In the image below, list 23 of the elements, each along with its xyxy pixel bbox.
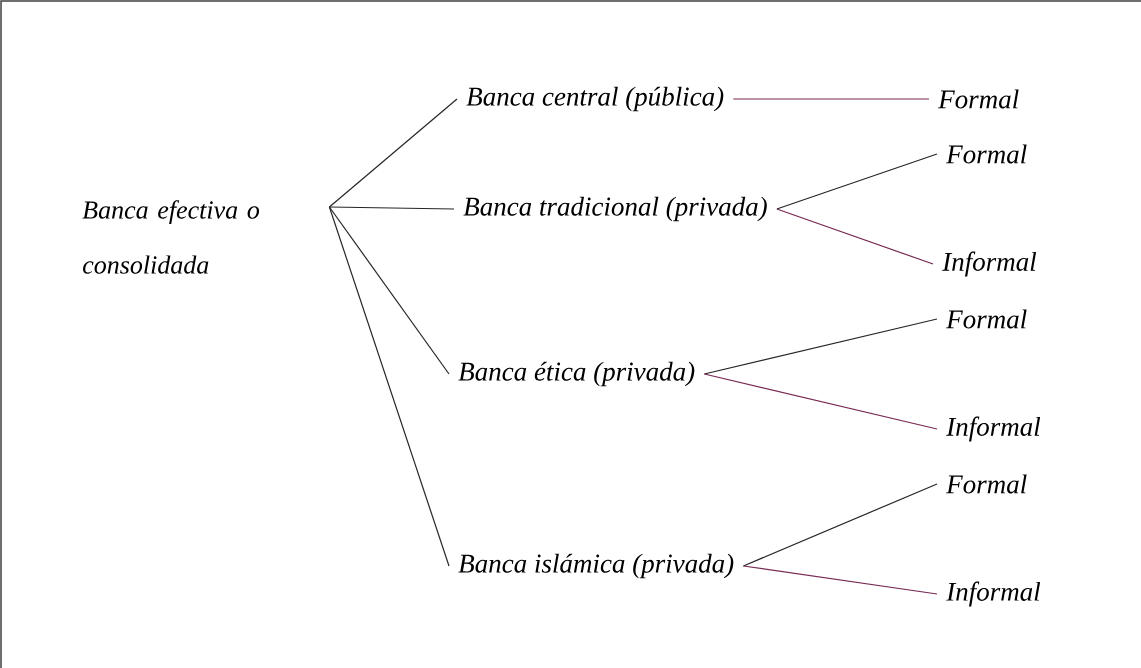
branch-label: Banca tradicional (privada) bbox=[463, 196, 767, 222]
connector-line bbox=[703, 373, 938, 430]
branch-label: Banca central (pública) bbox=[466, 86, 724, 112]
leaf-label: Informal bbox=[946, 416, 1041, 442]
leaf-label: Informal bbox=[946, 581, 1041, 607]
connector-line bbox=[776, 208, 934, 265]
connector-line bbox=[742, 565, 938, 595]
leaf-label: Formal bbox=[946, 474, 1027, 494]
leaf-label: Formal bbox=[938, 89, 1019, 109]
branch-label: Banca ética (privada) bbox=[458, 361, 695, 387]
leaf-label: Formal bbox=[946, 144, 1027, 164]
connector-line bbox=[703, 318, 938, 375]
branch-label: Banca islámica (privada) bbox=[458, 553, 734, 579]
connector-line bbox=[328, 98, 458, 208]
connector-line bbox=[742, 483, 938, 567]
connector-line bbox=[328, 206, 450, 375]
connector-line bbox=[328, 206, 450, 567]
leaf-label: Informal bbox=[942, 251, 1037, 277]
connector-line bbox=[776, 153, 938, 210]
root-label: Banca efectiva o consolidada bbox=[82, 200, 260, 274]
connector-line bbox=[732, 98, 930, 100]
connector-line bbox=[328, 206, 455, 210]
leaf-label: Formal bbox=[946, 309, 1027, 329]
